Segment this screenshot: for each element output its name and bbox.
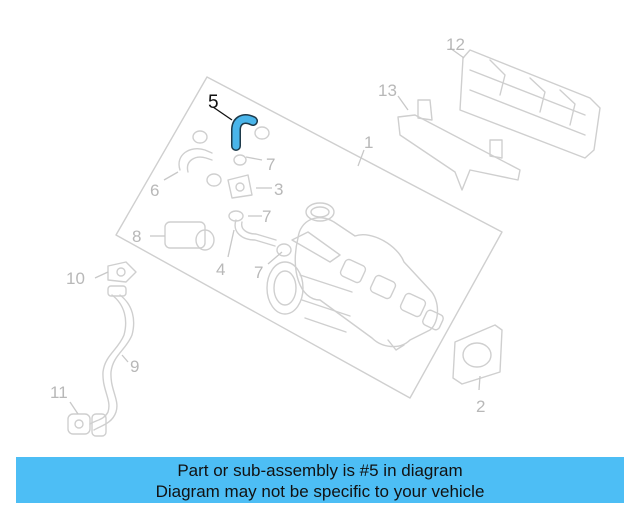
- callout-4: 4: [216, 260, 225, 279]
- callout-12: 12: [446, 35, 465, 54]
- heat-shield-12: [459, 49, 601, 159]
- callout-11: 11: [50, 383, 68, 402]
- callout-7b: 7: [262, 207, 271, 226]
- highlighted-hose-5-fill: [232, 115, 257, 150]
- callout-1: 1: [364, 133, 373, 152]
- gasket-11: [67, 413, 107, 437]
- callout-2: 2: [476, 397, 485, 416]
- callout-10: 10: [66, 269, 85, 288]
- valve-3: [227, 174, 253, 199]
- actuator-8: [164, 221, 215, 251]
- turbocharger: [266, 202, 444, 351]
- callout-6: 6: [150, 181, 159, 200]
- banner-line-2: Diagram may not be specific to your vehi…: [155, 482, 485, 501]
- callout-7a: 7: [266, 155, 275, 174]
- clamp-7: [192, 126, 292, 257]
- leader-lines: [69, 47, 481, 415]
- callout-8: 8: [132, 227, 141, 246]
- turbo-assembly-frame: [115, 76, 503, 399]
- callout-9: 9: [130, 357, 139, 376]
- banner-line-1: Part or sub-assembly is #5 in diagram: [177, 461, 463, 480]
- coolant-pipe-6: [178, 148, 213, 173]
- info-banner: Part or sub-assembly is #5 in diagram Di…: [16, 457, 624, 503]
- callout-5: 5: [208, 92, 219, 113]
- callout-7c: 7: [254, 263, 263, 282]
- bracket-13: [397, 99, 521, 191]
- callout-3: 3: [274, 180, 283, 199]
- callout-13: 13: [378, 81, 397, 100]
- gasket-10: [107, 261, 137, 297]
- hose-4: [234, 219, 277, 247]
- oil-line-9: [89, 294, 135, 431]
- gasket-2: [452, 324, 503, 385]
